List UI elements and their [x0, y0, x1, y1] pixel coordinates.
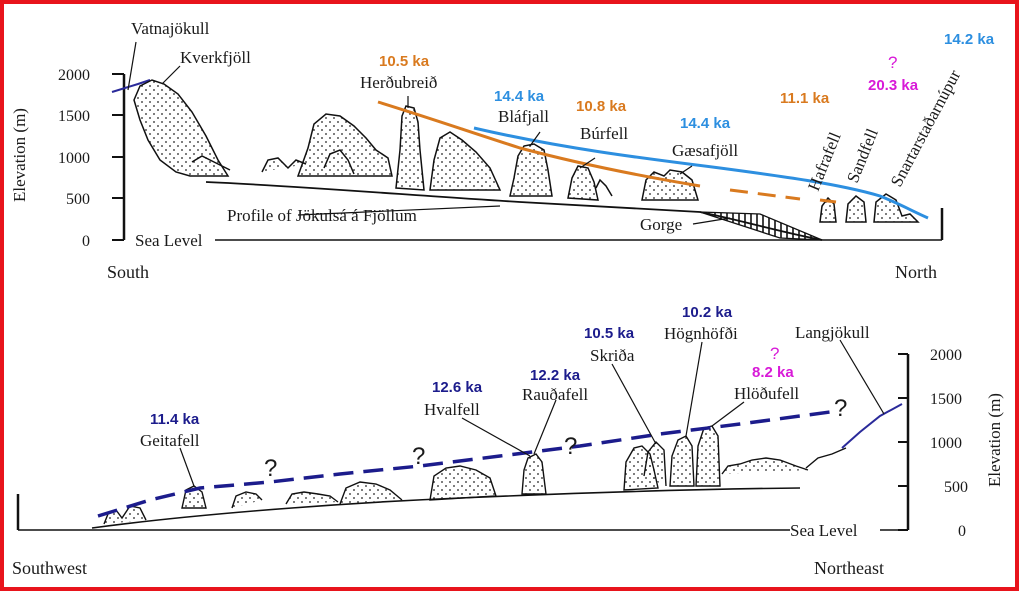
- bottom-y-tick-label: 2000: [930, 347, 962, 364]
- age-herdubreid: 10.5 ka: [379, 53, 430, 70]
- blue-shoreline-line: [473, 126, 929, 220]
- label-gorge: Gorge: [640, 215, 682, 234]
- label-hvalfell: Hvalfell: [424, 400, 480, 419]
- label-herdubreid: Herðubreið: [360, 73, 437, 92]
- figure-svg: 2000 1500 1000 500 0 Elevation (m) Sea L…: [10, 19, 1004, 578]
- top-sea-level-label: Sea Level: [135, 231, 203, 250]
- age-hognhofdi: 10.2 ka: [682, 304, 733, 321]
- age-gaesafjoll: 14.4 ka: [680, 115, 731, 132]
- label-hlodufell: Hlöðufell: [734, 384, 799, 403]
- question-mark: ?: [412, 443, 425, 470]
- direction-south: South: [107, 262, 149, 282]
- bottom-y-ticks: [898, 353, 908, 531]
- langjokull-glacier: [841, 403, 903, 449]
- label-sandfell: Sandfell: [843, 126, 882, 186]
- direction-north: North: [895, 262, 937, 282]
- age-raudafell: 12.2 ka: [530, 367, 581, 384]
- hlodufell-question-mark: ?: [770, 344, 779, 363]
- bottom-hill: [721, 457, 809, 475]
- question-mark: ?: [264, 455, 277, 482]
- label-hafrafell: Hafrafell: [804, 129, 845, 193]
- question-mark: ?: [564, 433, 577, 460]
- bottom-hill: [339, 481, 403, 505]
- hlodufell-mountain: [695, 425, 721, 487]
- direction-southwest: Southwest: [12, 558, 87, 578]
- top-y-tick-label: 500: [66, 191, 90, 208]
- bottom-panel: Sea Level 2000 1500 1000 500 0 Elevation…: [12, 304, 1004, 578]
- sandfell-question-mark: ?: [888, 53, 897, 72]
- age-blafjall: 14.4 ka: [494, 88, 545, 105]
- age-skrida: 10.5 ka: [584, 325, 635, 342]
- age-burfell: 10.8 ka: [576, 98, 627, 115]
- top-panel: 2000 1500 1000 500 0 Elevation (m) Sea L…: [10, 19, 995, 282]
- label-gaesafjoll: Gæsafjöll: [672, 141, 738, 160]
- age-hvalfell: 12.6 ka: [432, 379, 483, 396]
- vatnajokull-glacier: [111, 79, 151, 93]
- label-raudafell: Rauðafell: [522, 385, 588, 404]
- raudafell-mountain: [521, 453, 547, 495]
- label-langjokull: Langjökull: [795, 323, 870, 342]
- bottom-y-tick-label: 0: [958, 523, 966, 540]
- bottom-sea-level-label: Sea Level: [790, 521, 858, 540]
- burfell-mountain: [567, 165, 599, 201]
- top-hill: [261, 157, 307, 173]
- question-mark: ?: [834, 395, 847, 422]
- label-burfell: Búrfell: [580, 124, 628, 143]
- direction-northeast: Northeast: [814, 558, 884, 578]
- bottom-hill: [231, 491, 263, 509]
- herdubreid-mountain: [395, 105, 425, 191]
- blafjall-mountain: [509, 143, 553, 197]
- hvalfell-mountain: [429, 465, 497, 501]
- bottom-hill: [285, 491, 339, 505]
- orange-shoreline-dashed: [729, 188, 801, 201]
- label-hognhofdi: Högnhöfði: [664, 324, 738, 343]
- top-mountain: [429, 131, 502, 191]
- bottom-y-tick-label: 1500: [930, 391, 962, 408]
- age-hlodufell: 8.2 ka: [752, 364, 794, 381]
- kverkfjoll-mountain: [133, 79, 230, 177]
- label-river-profile: Profile of Jökulsá á Fjöllum: [227, 206, 417, 225]
- navy-shoreline-dashed: [97, 410, 831, 518]
- top-mountain-cluster: [296, 113, 393, 177]
- label-vatnajokull: Vatnajökull: [131, 19, 210, 38]
- label-geitafell: Geitafell: [140, 431, 200, 450]
- top-y-tick-label: 1500: [58, 108, 90, 125]
- label-kverkfjoll: Kverkfjöll: [180, 48, 251, 67]
- age-snartarstadanupur: 14.2 ka: [944, 31, 995, 48]
- bottom-y-axis-title: Elevation (m): [985, 393, 1004, 487]
- orange-shoreline-line: [377, 100, 701, 188]
- top-y-axis-title: Elevation (m): [10, 108, 29, 202]
- age-geitafell: 11.4 ka: [150, 411, 200, 428]
- top-y-tick-label: 1000: [58, 150, 90, 167]
- top-y-tick-label: 2000: [58, 67, 90, 84]
- snartarstadanupur-mountain: [873, 193, 920, 223]
- bottom-y-tick-label: 1000: [930, 435, 962, 452]
- age-sandfell: 20.3 ka: [868, 77, 919, 94]
- hognhofdi-mountain: [669, 435, 695, 487]
- age-hafrafell: 11.1 ka: [780, 90, 830, 107]
- bottom-y-tick-label: 500: [944, 479, 968, 496]
- gorge-hatch: [699, 211, 823, 241]
- label-skrida: Skriða: [590, 346, 635, 365]
- top-y-tick-label: 0: [82, 233, 90, 250]
- label-blafjall: Bláfjall: [498, 107, 549, 126]
- top-y-ticks: [112, 73, 124, 241]
- sandfell-mountain: [845, 195, 867, 223]
